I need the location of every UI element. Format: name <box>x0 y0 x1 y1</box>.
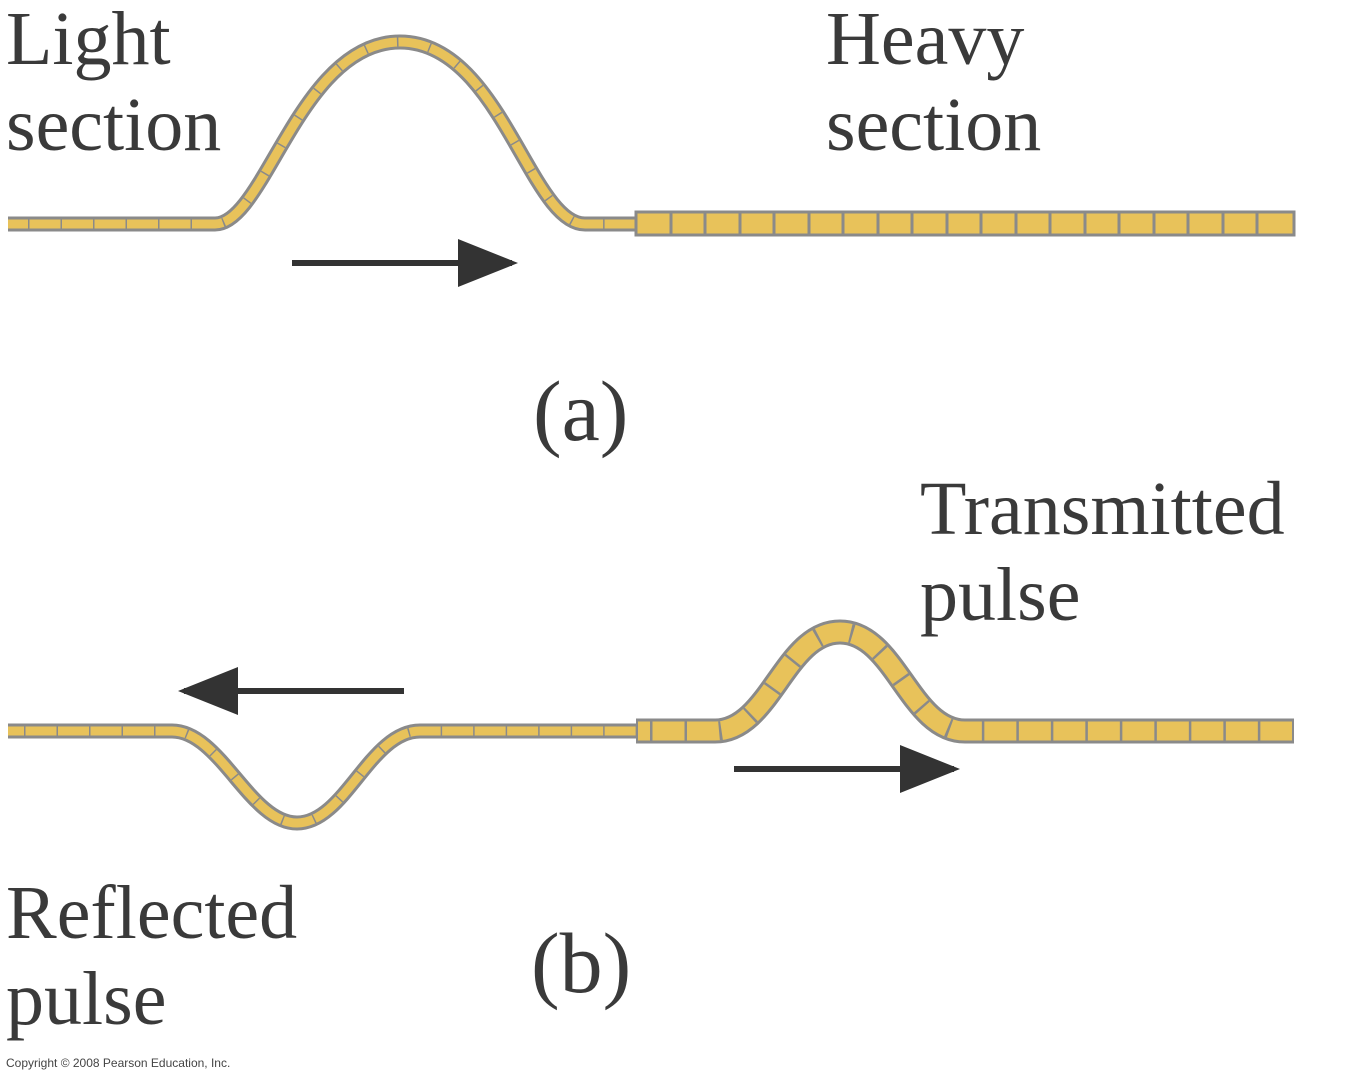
reflected-pulse-label-line2: pulse <box>6 957 167 1041</box>
transmitted-pulse-label-line1: Transmitted <box>920 467 1285 551</box>
reflected-pulse-label: Reflected pulse <box>6 870 297 1042</box>
transmitted-pulse-label-line2: pulse <box>920 553 1081 637</box>
panel-a-string <box>8 34 1296 237</box>
transmitted-pulse-label: Transmitted pulse <box>920 466 1285 638</box>
copyright-notice: Copyright © 2008 Pearson Education, Inc. <box>6 1056 231 1070</box>
panel-b-caption: (b) <box>531 915 632 1011</box>
panel-b-string <box>8 619 1294 831</box>
heavy-section-rope-a <box>634 210 1296 237</box>
light-section-label-line1: Light <box>6 0 171 81</box>
light-section-label-line2: section <box>6 83 222 167</box>
panel-a-caption: (a) <box>533 363 629 459</box>
reflected-pulse-label-line1: Reflected <box>6 871 298 955</box>
heavy-section-label-line1: Heavy <box>826 0 1025 81</box>
light-section-label: Light section <box>6 0 221 168</box>
heavy-section-label-line2: section <box>826 83 1042 167</box>
heavy-section-label: Heavy section <box>826 0 1041 168</box>
